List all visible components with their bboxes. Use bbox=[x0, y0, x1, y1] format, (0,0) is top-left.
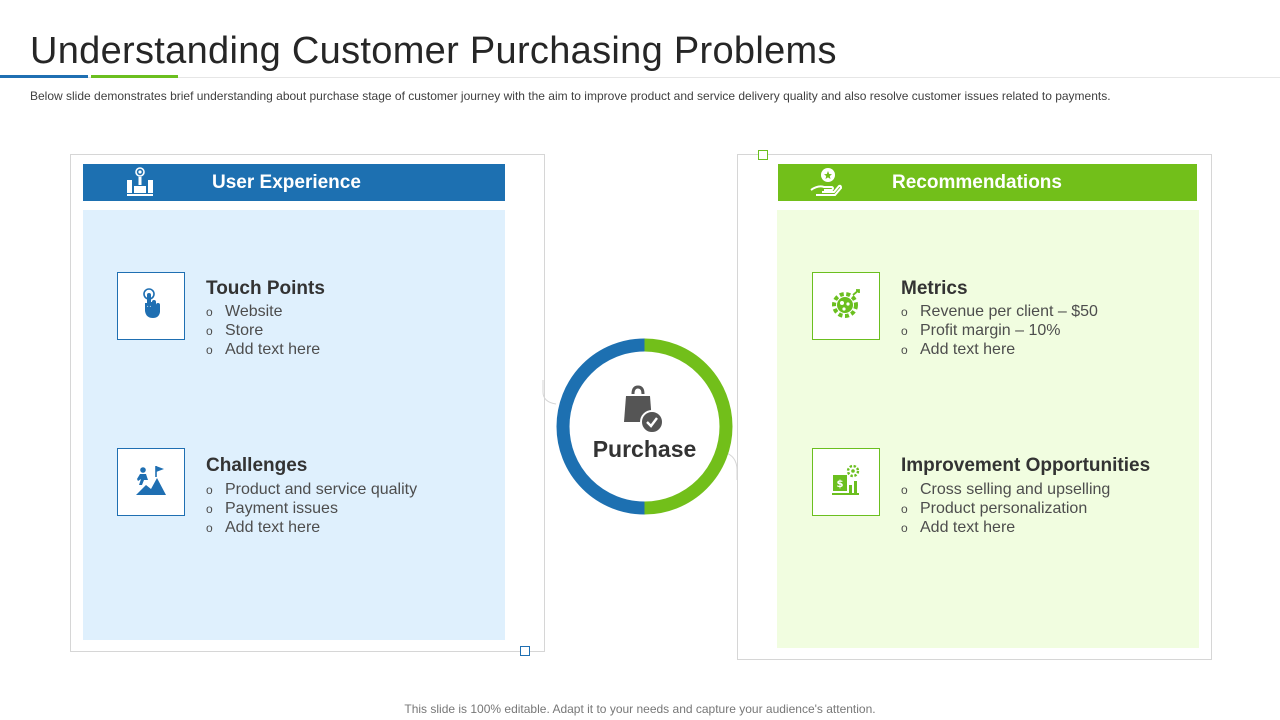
footer-note: This slide is 100% editable. Adapt it to… bbox=[404, 702, 876, 716]
corner-square-green bbox=[758, 150, 768, 160]
bullet-marker: o bbox=[901, 483, 908, 497]
user-experience-header: User Experience bbox=[83, 164, 505, 201]
right-frame bbox=[737, 154, 1212, 660]
gear-target-icon bbox=[829, 287, 863, 326]
slide-subtitle: Below slide demonstrates brief understan… bbox=[30, 89, 1111, 103]
touch-icon bbox=[134, 287, 168, 326]
hand-star-icon bbox=[808, 166, 843, 200]
bullet-marker: o bbox=[206, 521, 213, 535]
touch-points-title: Touch Points bbox=[206, 278, 325, 299]
left-frame bbox=[70, 154, 545, 652]
bullet-marker: o bbox=[206, 324, 213, 338]
purchase-label: Purchase bbox=[592, 436, 697, 462]
title-divider bbox=[0, 77, 1280, 78]
improvement-opportunities-title: Improvement Opportunities bbox=[901, 455, 1151, 476]
purchase-circle bbox=[556, 338, 733, 515]
growth-gear-icon: $ bbox=[829, 463, 863, 502]
improvement-icon-box: $ bbox=[812, 448, 880, 516]
svg-text:$: $ bbox=[837, 479, 844, 490]
bullet-marker: o bbox=[901, 324, 908, 338]
bullet-marker: o bbox=[901, 305, 908, 319]
shopping-bag-check-icon bbox=[624, 385, 664, 434]
title-accent-green bbox=[91, 75, 178, 78]
challenges-title: Challenges bbox=[206, 455, 308, 476]
slide-title: Understanding Customer Purchasing Proble… bbox=[30, 30, 837, 72]
user-experience-title: User Experience bbox=[212, 171, 361, 193]
bullet-marker: o bbox=[206, 483, 213, 497]
bullet-marker: o bbox=[206, 305, 213, 319]
challenges-icon-box bbox=[117, 448, 185, 516]
title-accent-blue bbox=[0, 75, 88, 78]
recommendations-header: Recommendations bbox=[778, 164, 1197, 201]
corner-square-blue bbox=[520, 646, 530, 656]
climber-flag-icon bbox=[134, 463, 168, 502]
bullet-marker: o bbox=[901, 521, 908, 535]
metrics-icon-box bbox=[812, 272, 880, 340]
bullet-marker: o bbox=[206, 502, 213, 516]
touch-points-icon-box bbox=[117, 272, 185, 340]
metrics-title: Metrics bbox=[901, 278, 968, 299]
user-experience-icon bbox=[123, 166, 157, 200]
bullet-marker: o bbox=[901, 343, 908, 357]
recommendations-title: Recommendations bbox=[892, 171, 1062, 193]
bullet-marker: o bbox=[901, 502, 908, 516]
bullet-marker: o bbox=[206, 343, 213, 357]
